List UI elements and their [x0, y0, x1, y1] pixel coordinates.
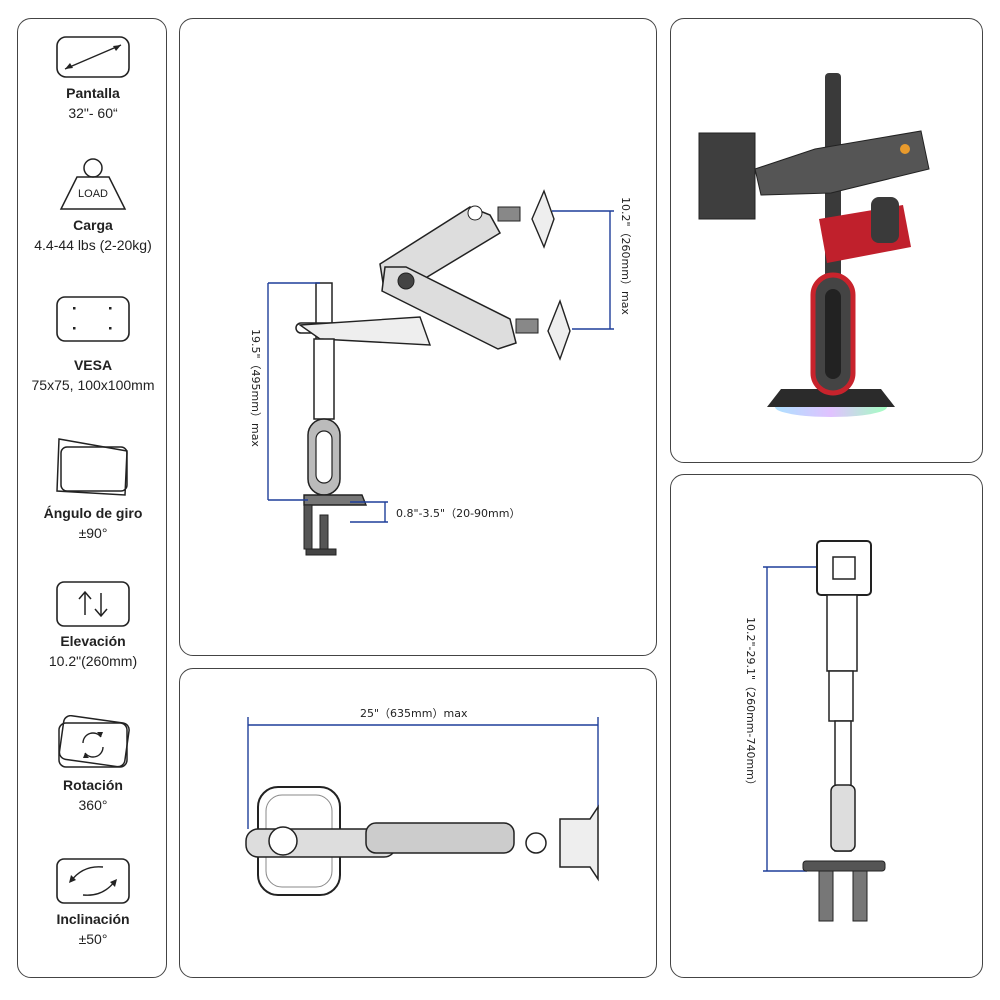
spec-value: 4.4-44 lbs (2-20kg): [34, 237, 152, 253]
spec-title: Elevación: [60, 633, 126, 649]
spec-title: Carga: [73, 217, 113, 233]
clamp-right: [852, 870, 868, 922]
rotation-icon: [58, 715, 130, 768]
spec-load: LOAD Carga 4.4-44 lbs (2-20kg): [18, 155, 166, 253]
spec-screen: Pantalla 32"- 60“: [18, 33, 166, 121]
base-plate: [303, 494, 368, 506]
lower-arm: [381, 266, 517, 350]
spec-value: ±90°: [78, 525, 108, 541]
arm-travel-dimension: [552, 210, 614, 330]
product-photo: [698, 73, 930, 417]
product-photo-panel: [670, 18, 983, 463]
spec-height: Elevación 10.2"(260mm): [18, 579, 166, 669]
tilt-icon: [56, 858, 130, 904]
base: [767, 389, 895, 407]
upper-vesa-plate: [531, 189, 555, 249]
reach-dimension: [247, 717, 599, 829]
arm-segment-2: [365, 822, 515, 854]
vesa-pattern-icon: [56, 296, 130, 342]
spec-value: ±50°: [78, 931, 108, 947]
pole-height-label: 19.5"（495mm）max: [249, 329, 262, 447]
spec-title: Inclinación: [56, 911, 130, 927]
spec-panel: Pantalla 32"- 60“ LOAD Carga 4.4-44 lbs …: [17, 18, 167, 978]
clamp-left: [818, 870, 834, 922]
lower-mount: [297, 316, 432, 346]
upper-tilt-joint: [497, 206, 521, 222]
pole-mid: [313, 338, 335, 420]
spec-title: Rotación: [63, 777, 123, 793]
screen-size-icon: [56, 36, 130, 78]
spec-value: 75x75, 100x100mm: [31, 377, 155, 393]
height-adjust-icon: [56, 581, 130, 627]
load-weight-icon: LOAD: [59, 158, 127, 210]
lower-vesa-plate: [547, 298, 571, 361]
elbow-joint: [397, 272, 415, 290]
top-view-panel: 25"（635mm）max: [179, 668, 657, 978]
height-range-label: 10.2"-29.1"（260mm-740mm）: [744, 617, 757, 791]
clamp-range-dimension: [350, 501, 388, 523]
tilt-joint: [525, 832, 547, 854]
spec-value: 360°: [78, 797, 108, 813]
top-view-drawing: 25"（635mm）max: [245, 707, 599, 896]
spec-value: 10.2"(260mm): [48, 653, 138, 669]
vesa-plate: [559, 804, 599, 882]
spec-tilt: Inclinación ±50°: [18, 857, 166, 947]
arm-travel-label: 10.2"（260mm）max: [619, 197, 632, 315]
spec-vesa: VESA 75x75, 100x100mm: [18, 295, 166, 393]
lower-tilt-joint: [515, 318, 539, 334]
upper-arm: [826, 594, 858, 672]
height-range-dimension: [763, 566, 819, 872]
front-view-drawing: 10.2"-29.1"（260mm-740mm）: [744, 540, 886, 922]
spec-rotation: Rotación 360°: [18, 715, 166, 813]
front-view-panel: 10.2"-29.1"（260mm-740mm）: [670, 474, 983, 978]
spec-title: Ángulo de giro: [43, 505, 143, 521]
clamp: [303, 504, 313, 550]
vesa-plate: [698, 132, 756, 220]
spec-title: VESA: [73, 357, 113, 373]
spec-swivel: Ángulo de giro ±90°: [18, 435, 166, 541]
tension-knob: [900, 144, 910, 154]
side-view-drawing: 19.5"（495mm）max 10.2"（260mm）max 0.8"-3.5…: [249, 189, 632, 556]
vesa-plate: [816, 540, 872, 596]
reach-label: 25"（635mm）max: [360, 707, 468, 720]
pole-height-dimension: [267, 282, 320, 501]
spec-value: 32"- 60“: [68, 105, 118, 121]
clamp-range-label: 0.8"-3.5"（20-90mm）: [396, 507, 520, 520]
spec-title: Pantalla: [66, 85, 120, 101]
pole-top-cap: [268, 826, 298, 856]
lower-arm: [828, 670, 854, 722]
side-view-panel: 19.5"（495mm）max 10.2"（260mm）max 0.8"-3.5…: [179, 18, 657, 656]
load-icon-label: LOAD: [78, 188, 108, 200]
swivel-angle-icon: [56, 438, 128, 496]
upper-arm: [754, 130, 930, 196]
base-plate: [802, 860, 886, 872]
